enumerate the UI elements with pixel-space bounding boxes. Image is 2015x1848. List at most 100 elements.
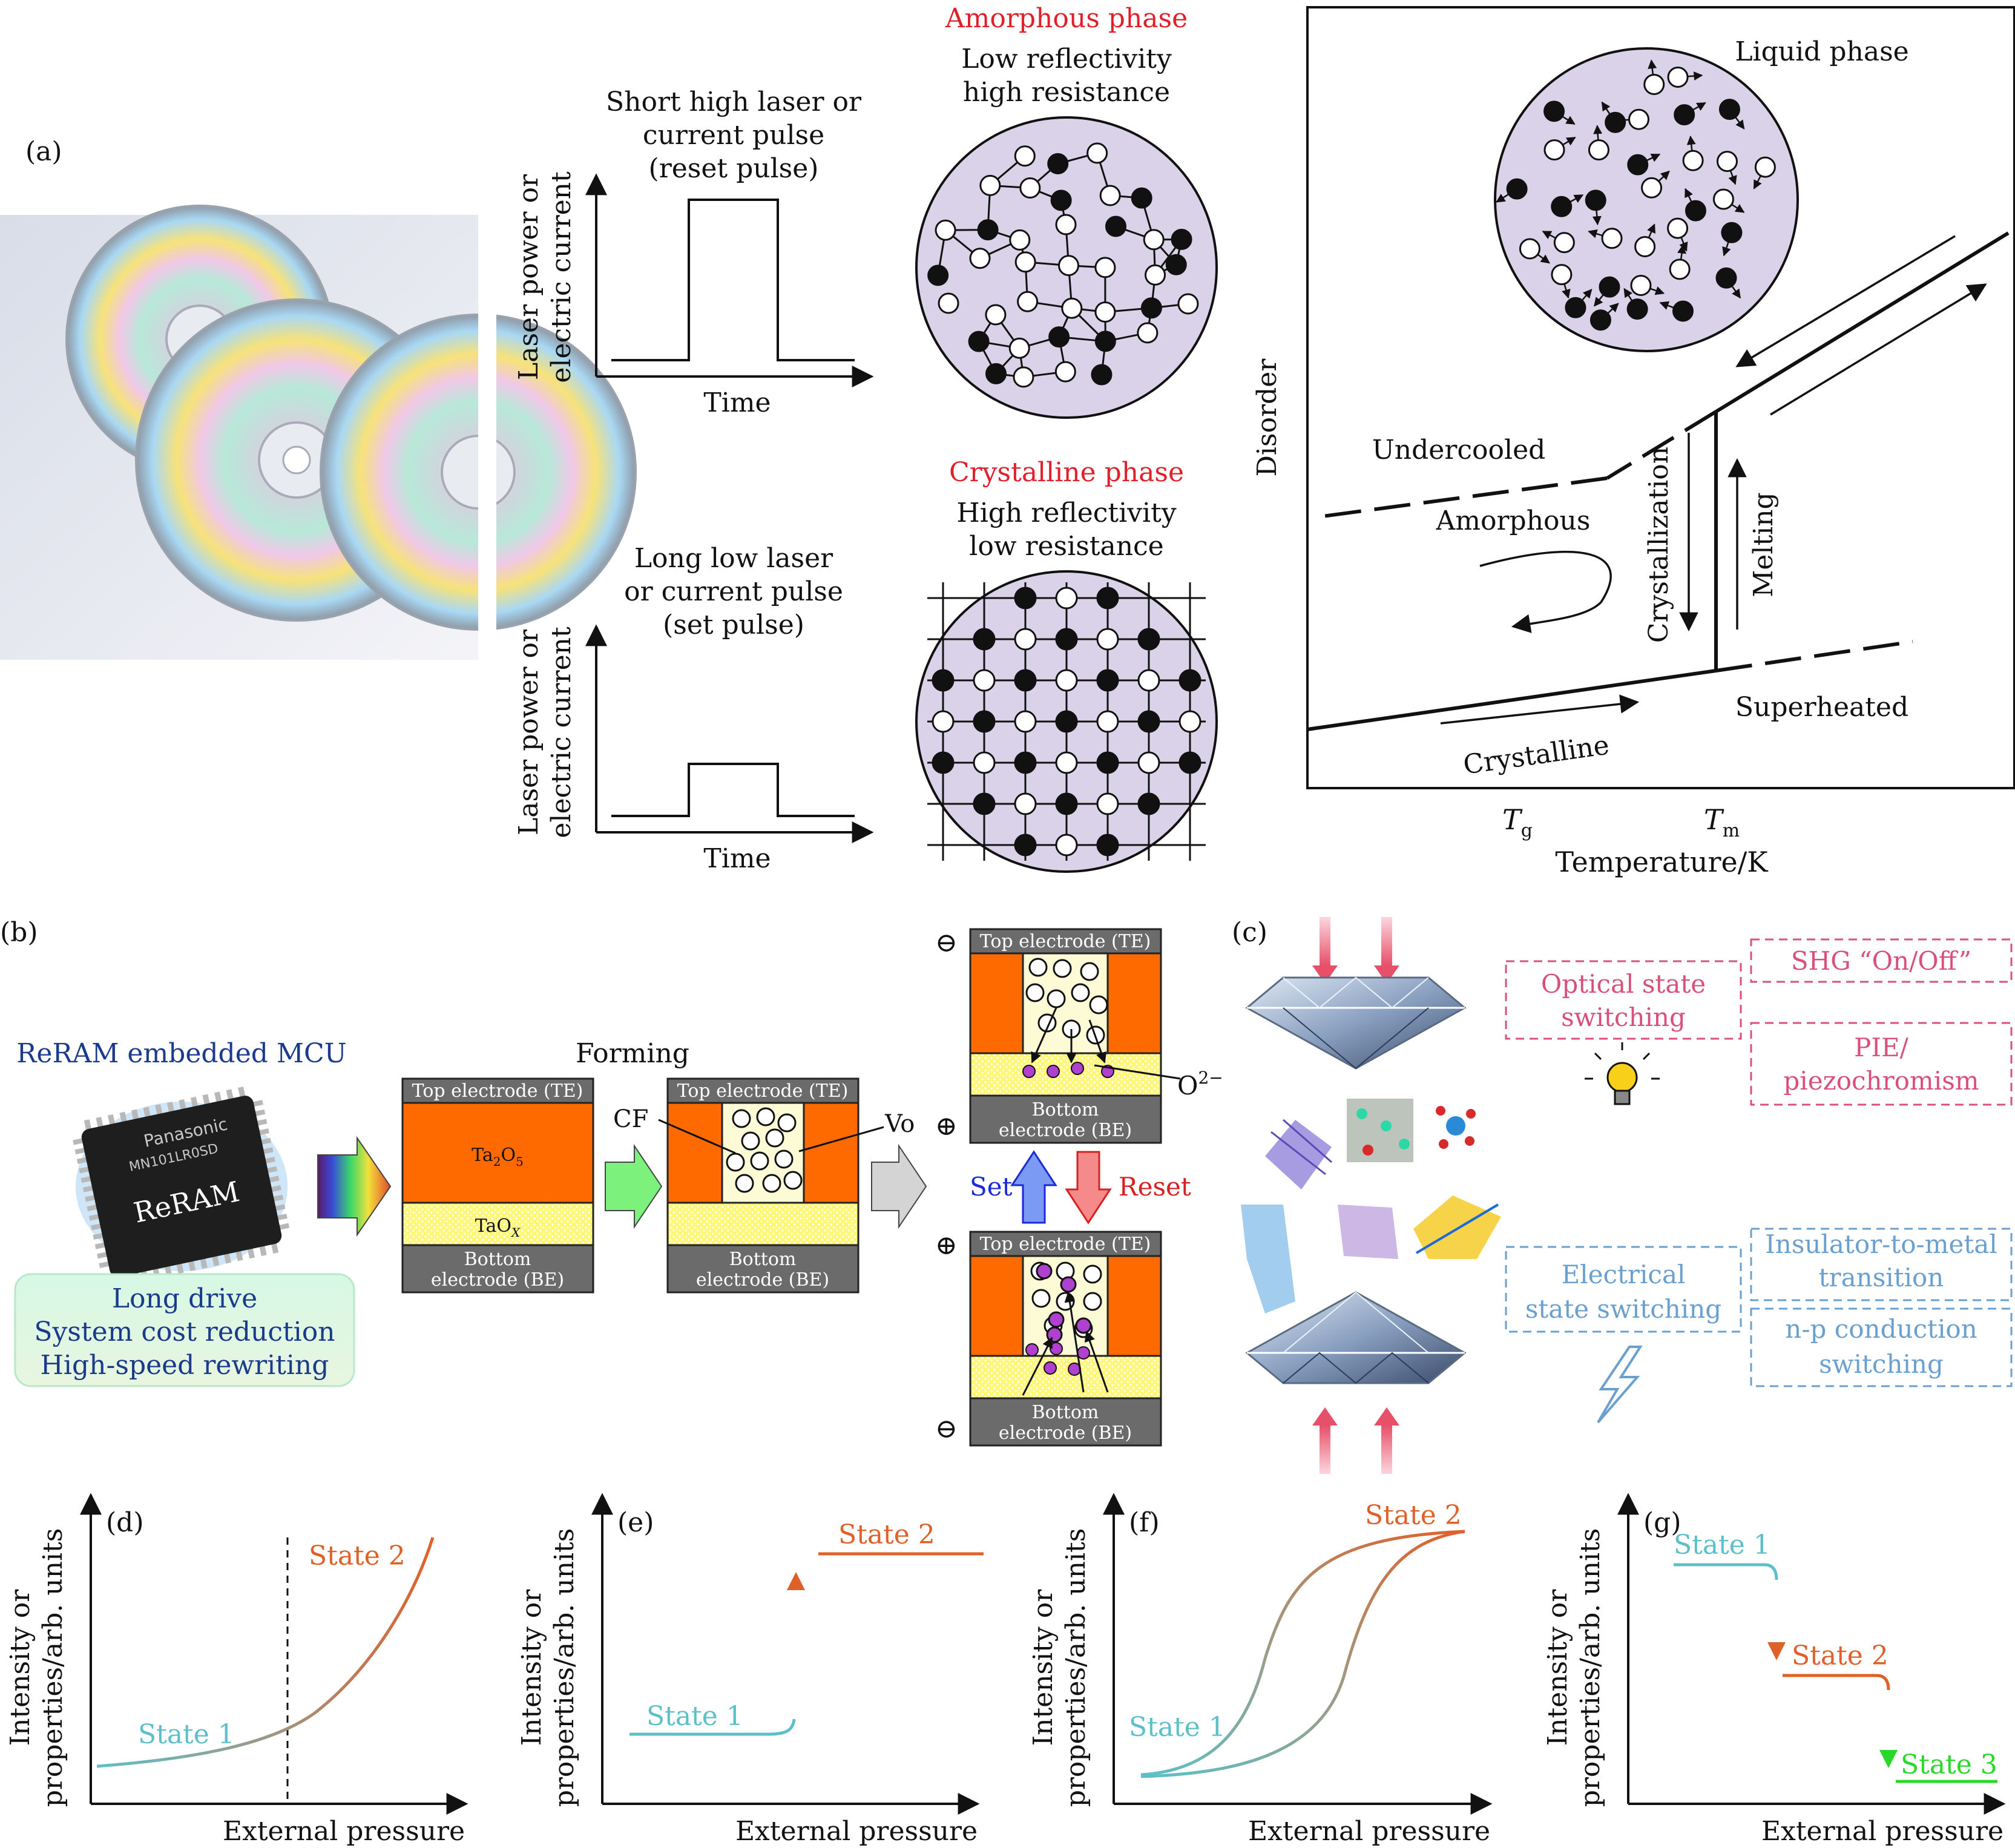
amorphous-title: Amorphous phase — [945, 3, 1188, 34]
d-ylabel-2: properties/arb. units — [38, 1528, 68, 1807]
diamond-anvil-bottom — [1245, 1291, 1467, 1384]
g-state3: State 3 — [1901, 1749, 1997, 1780]
crystalline-line2: low resistance — [969, 531, 1163, 562]
panel-label-g: (g) — [1643, 1507, 1681, 1538]
f-ylabel-2: properties/arb. units — [1060, 1528, 1091, 1807]
g-ylabel-2: properties/arb. units — [1575, 1528, 1606, 1807]
set-pulse-line1: Long low laser — [634, 543, 833, 574]
panel-label-c: (c) — [1232, 917, 1267, 948]
reset-pulse-line3: (reset pulse) — [649, 153, 819, 184]
reram-chip — [73, 1087, 290, 1287]
undercooled-label: Undercooled — [1372, 435, 1546, 465]
vo-label: Vo — [884, 1110, 915, 1138]
e-ylabel-2: properties/arb. units — [549, 1528, 580, 1807]
crystalline-label: Crystalline — [1461, 730, 1611, 781]
device1-bottom-2: electrode (BE) — [431, 1269, 564, 1291]
e-state1: State 1 — [646, 1701, 743, 1732]
o2-label: O2− — [1177, 1068, 1223, 1100]
f-ylabel-1: Intensity or — [1028, 1589, 1059, 1746]
reset-pulse-line1: Short high laser or — [606, 87, 862, 117]
imt-line1: Insulator-to-metal — [1765, 1229, 1997, 1259]
panel-label-b: (b) — [0, 917, 38, 948]
g-xlabel: External pressure — [1761, 1816, 2003, 1847]
device-3 — [969, 928, 1181, 1144]
f-state1: State 1 — [1129, 1712, 1226, 1743]
c-boxes — [1505, 938, 2013, 1387]
device4-minus: ⊖ — [935, 1413, 958, 1444]
panel-e — [591, 1493, 984, 1815]
f-xlabel: External pressure — [1248, 1816, 1490, 1847]
electrical-line2: state switching — [1525, 1294, 1721, 1324]
reset-pulse-plot — [585, 173, 874, 387]
amorphous-line1: Low reflectivity — [961, 44, 1172, 74]
rainbow-arrow — [317, 1136, 392, 1237]
panel-label-d: (d) — [106, 1507, 144, 1538]
electrical-line1: Electrical — [1562, 1260, 1686, 1289]
device3-bottom-2: electrode (BE) — [999, 1120, 1132, 1141]
g-ylabel-1: Intensity or — [1542, 1589, 1573, 1746]
set-pulse-plot — [585, 624, 874, 843]
device1-top-electrode: Top electrode (TE) — [412, 1080, 583, 1102]
pie-line2: piezochromism — [1783, 1066, 1979, 1096]
device3-plus: ⊕ — [935, 1111, 958, 1142]
panel-d — [80, 1493, 468, 1815]
reset-pulse-line2: current pulse — [643, 120, 824, 151]
lightning-icon — [1597, 1346, 1643, 1424]
amorphous-label: Amorphous — [1436, 505, 1591, 536]
device1-bottom-1: Bottom — [464, 1249, 531, 1270]
benefit-3: High-speed rewriting — [41, 1350, 329, 1381]
benefit-1: Long drive — [112, 1283, 257, 1314]
device3-bottom-1: Bottom — [1032, 1099, 1099, 1120]
device2-top-electrode: Top electrode (TE) — [677, 1080, 849, 1102]
set-ylabel-line1: Laser power or — [513, 629, 544, 835]
phase-diagram — [1306, 6, 2015, 789]
panel-label-a: (a) — [25, 136, 62, 167]
light-bulb-icon — [1585, 1042, 1660, 1105]
panel-g — [1617, 1493, 2006, 1815]
mcu-title: ReRAM embedded MCU — [16, 1038, 346, 1069]
pressure-arrows-top — [1312, 917, 1399, 984]
superheated-label: Superheated — [1735, 692, 1908, 723]
crystalline-title: Crystalline phase — [949, 457, 1184, 488]
d-xlabel: External pressure — [223, 1816, 465, 1847]
ta2o5-label: Ta2O5 — [472, 1145, 524, 1169]
device2-bottom-1: Bottom — [729, 1249, 797, 1270]
np-line1: n-p conduction — [1785, 1314, 1977, 1344]
crystal-structures — [1241, 1099, 1501, 1314]
cf-label: CF — [613, 1105, 648, 1133]
reset-arrow — [1065, 1151, 1112, 1225]
reset-label: Reset — [1119, 1172, 1191, 1202]
set-ylabel-line2: electric current — [546, 626, 577, 838]
device3-minus: ⊖ — [935, 927, 958, 958]
e-state2: State 2 — [838, 1519, 935, 1550]
tm-label: Tm — [1704, 803, 1740, 841]
pie-line1: PIE/ — [1854, 1033, 1909, 1062]
panel-f — [1103, 1493, 1493, 1815]
amorphous-line2: high resistance — [963, 77, 1170, 108]
d-ylabel-1: Intensity or — [5, 1589, 36, 1746]
d-state2: State 2 — [309, 1541, 406, 1571]
temperature-label: Temperature/K — [1555, 846, 1769, 878]
crystallization-label: Crystallization — [1643, 447, 1674, 643]
device4-top-electrode: Top electrode (TE) — [980, 1234, 1151, 1255]
benefit-2: System cost reduction — [34, 1317, 335, 1347]
taox-label: TaOX — [475, 1215, 521, 1240]
e-ylabel-1: Intensity or — [516, 1589, 547, 1746]
device4-plus: ⊕ — [935, 1230, 958, 1261]
disorder-label: Disorder — [1252, 358, 1283, 477]
forming-arrow — [605, 1143, 663, 1229]
pressure-arrows-bottom — [1312, 1407, 1399, 1474]
device3-top-electrode: Top electrode (TE) — [980, 931, 1151, 952]
device2-bottom-2: electrode (BE) — [696, 1269, 829, 1291]
f-state2: State 2 — [1365, 1500, 1462, 1531]
panel-label-f: (f) — [1129, 1507, 1160, 1538]
cd-photo — [0, 205, 637, 660]
reset-ylabel-line1: Laser power or — [513, 174, 544, 380]
crystalline-line1: High reflectivity — [956, 498, 1176, 528]
device-1 — [401, 1077, 594, 1294]
device-2 — [658, 1077, 884, 1294]
benefits-box — [14, 1273, 355, 1387]
device4-bottom-2: electrode (BE) — [999, 1422, 1132, 1444]
melting-label: Melting — [1748, 492, 1779, 597]
